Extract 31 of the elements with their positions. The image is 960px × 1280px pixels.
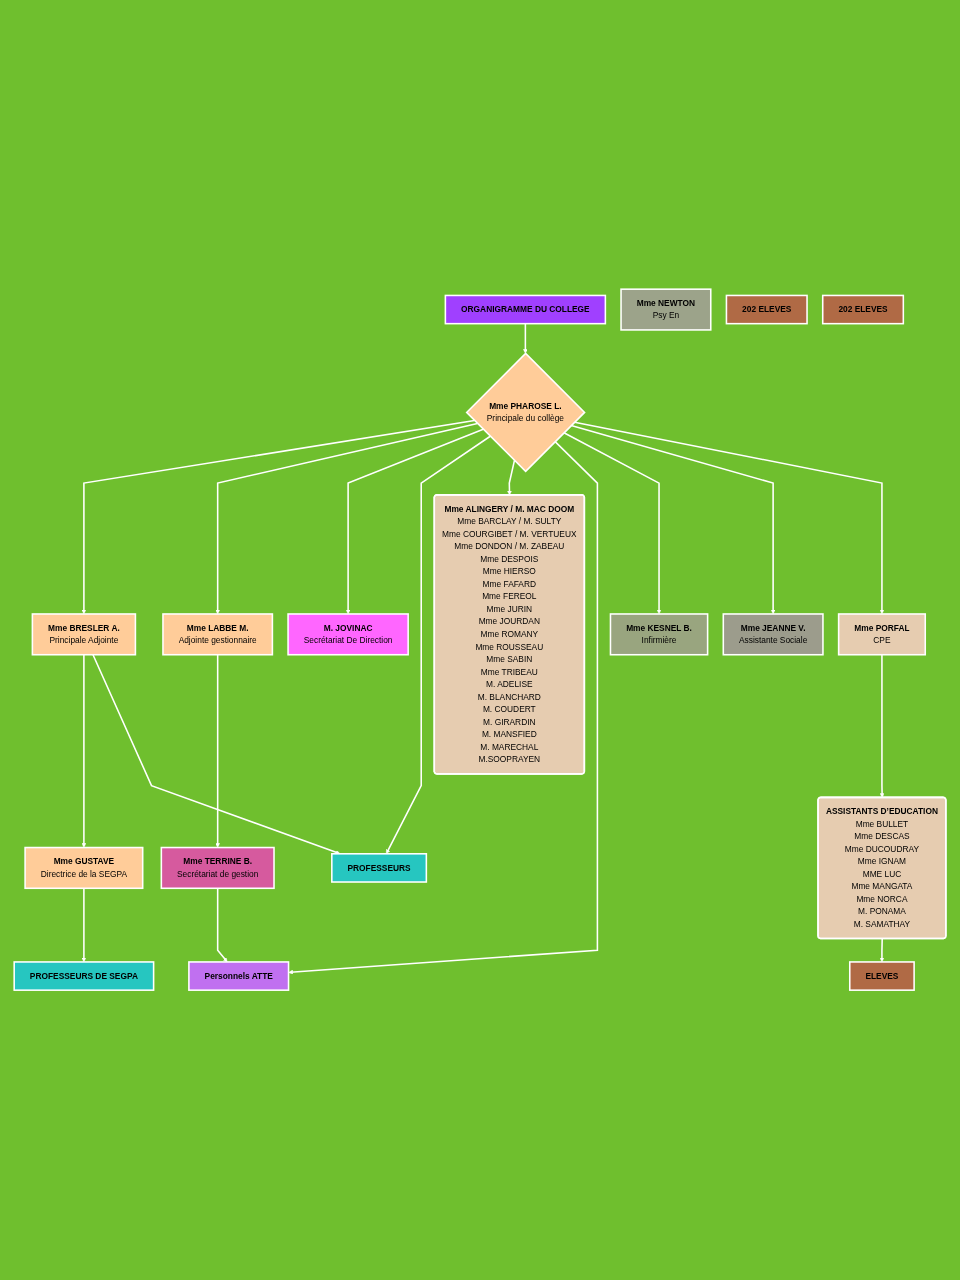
node-box: PROFESSEURS bbox=[331, 853, 428, 884]
node-box: 202 ELEVES bbox=[821, 295, 905, 325]
arrow bbox=[879, 654, 885, 799]
arrow bbox=[288, 441, 599, 975]
node-diamond: Mme PHAROSE L. Principale du collège bbox=[465, 352, 586, 473]
arrow bbox=[563, 432, 662, 615]
node-box: M. JOVINAC Secrétariat De Direction bbox=[287, 613, 409, 656]
node-box: Mme KESNEL B. Infirmière bbox=[609, 613, 709, 656]
node-box: Mme LABBE M. Adjointe gestionnaire bbox=[162, 613, 274, 656]
arrow bbox=[81, 887, 87, 963]
node-box: Mme NEWTON Psy En bbox=[620, 288, 712, 332]
arrow bbox=[523, 323, 528, 354]
arrow bbox=[216, 887, 228, 963]
arrow bbox=[386, 435, 492, 855]
node-box: PROFESSEURS DE SEGPA bbox=[13, 961, 155, 992]
arrow bbox=[507, 459, 516, 496]
arrow bbox=[81, 654, 87, 849]
arrow bbox=[345, 428, 484, 615]
node-box: Mme PORFAL CPE bbox=[837, 613, 927, 656]
arrow bbox=[215, 654, 220, 849]
node-box: Mme JEANNE V. Assistante Sociale bbox=[722, 613, 824, 656]
node-box: Mme BRESLER A. Principale Adjointe bbox=[31, 613, 137, 656]
node-box: ELEVES bbox=[849, 961, 915, 992]
node-box: Mme TERRINE B. Secrétariat de gestion bbox=[160, 847, 275, 890]
node-box: ORGANIGRAMME DU COLLEGE bbox=[444, 295, 607, 325]
arrow bbox=[879, 938, 885, 963]
node-box: Mme GUSTAVE Directrice de la SEGPA bbox=[24, 847, 144, 890]
node-box: Personnels ATTE bbox=[188, 961, 290, 992]
arrow bbox=[92, 654, 341, 855]
arrow bbox=[81, 420, 476, 615]
node-box: 202 ELEVES bbox=[725, 295, 808, 325]
